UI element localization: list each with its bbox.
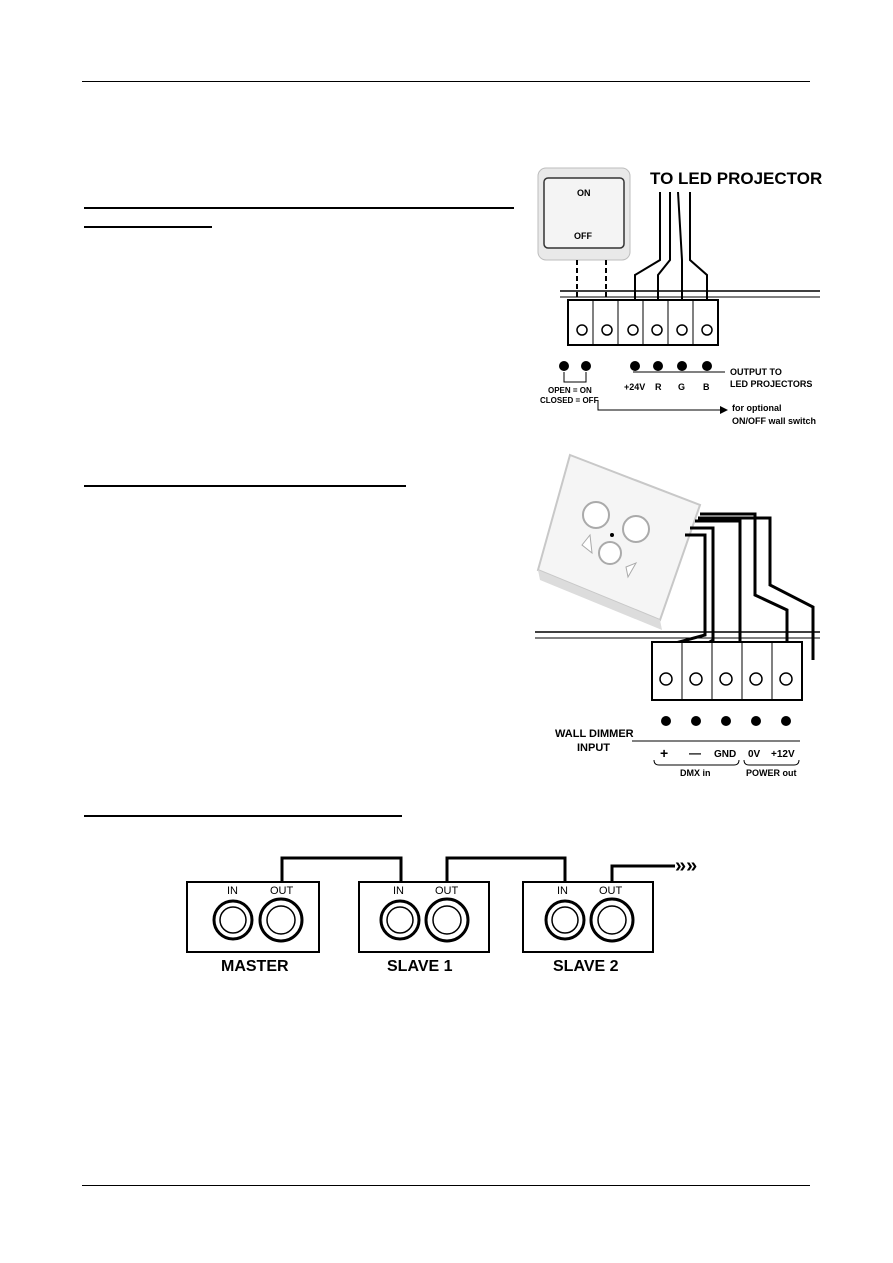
wall-dimmer-input-2: INPUT [577,742,610,754]
section-underline-3 [84,815,402,817]
wall-dimmer-input-1: WALL DIMMER [555,728,634,740]
svg-text:OUT: OUT [270,885,294,897]
wall-dimmer-diagram: WALL DIMMER INPUT + — GND 0V +12V DMX in… [535,453,820,778]
dmx-unit-master: IN OUT MASTER [186,881,320,975]
section-underline-1 [84,207,514,209]
svg-text:OUT: OUT [435,885,459,897]
section-underline-1b [84,226,212,228]
open-on-label: OPEN = ON [548,386,592,395]
terminal-g: G [678,382,685,392]
unit-name-master: MASTER [221,958,289,975]
terminal-b: B [703,382,710,392]
closed-off-label: CLOSED = OFF [540,396,599,405]
projector-wires [634,191,708,310]
switch-off-label: OFF [574,231,592,241]
dimmer-terminal-plus: + [660,745,668,761]
dmx-in-label: DMX in [680,768,711,778]
dmx-unit-slave-1: IN OUT SLAVE 1 [358,881,490,975]
dimmer-terminal-gnd: GND [714,749,736,760]
wall-dimmer-device [536,453,702,630]
section-underline-2 [84,485,406,487]
svg-text:IN: IN [227,885,238,897]
to-led-projector-heading: TO LED PROJECTOR [650,169,822,188]
svg-text:IN: IN [557,885,568,897]
power-out-label: POWER out [746,768,797,778]
dmx-chain-diagram: »» IN OUT MASTER IN OUT SLAVE 1 IN OUT S… [186,855,697,975]
terminal-block-2 [651,641,803,701]
header-rule [82,81,810,82]
footer-rule [82,1185,810,1186]
switch-on-label: ON [577,188,591,198]
rocker-switch [543,177,625,249]
optional-label-1: for optional [732,403,782,413]
dimmer-terminal-minus: — [689,746,701,760]
dimmer-terminal-12v: +12V [771,749,795,760]
terminal-r: R [655,382,662,392]
svg-text:OUT: OUT [599,885,623,897]
unit-name-slave-2: SLAVE 2 [553,958,619,975]
switch-wiring-diagram: ON OFF TO LED PROJECTOR +24V R G B [537,167,822,426]
terminal-24v: +24V [624,382,645,392]
dmx-unit-slave-2: IN OUT SLAVE 2 [522,881,654,975]
unit-name-slave-1: SLAVE 1 [387,958,453,975]
terminal-block-1 [567,299,719,346]
svg-text:IN: IN [393,885,404,897]
dimmer-terminal-0v: 0V [748,749,761,760]
output-label-1: OUTPUT TO [730,367,782,377]
optional-label-2: ON/OFF wall switch [732,416,816,426]
output-label-2: LED PROJECTORS [730,379,812,389]
continue-arrows: »» [675,855,697,877]
